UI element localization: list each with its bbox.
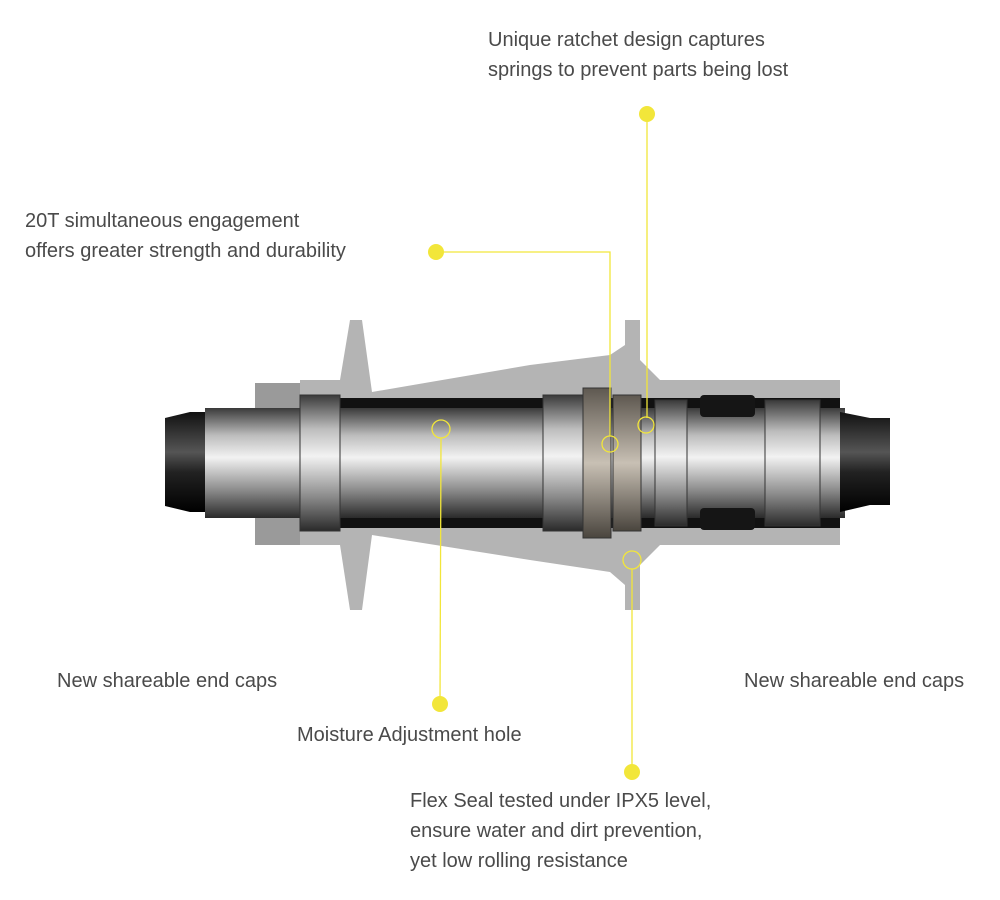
moisture-dot (432, 696, 448, 712)
callout-line: Unique ratchet design captures (488, 29, 765, 51)
callout-line: yet low rolling resistance (410, 850, 628, 872)
callout-line: Flex Seal tested under IPX5 level, (410, 790, 712, 812)
callout-line: springs to prevent parts being lost (488, 59, 789, 81)
ratchet-dot (639, 106, 655, 122)
leader-lines (431, 114, 655, 772)
engagement-dot (428, 244, 444, 260)
engagement-marker-ring (601, 435, 619, 453)
hub-body (165, 320, 890, 610)
callout-line: 20T simultaneous engagement (25, 210, 300, 232)
flex-seal-callout: Flex Seal tested under IPX5 level, ensur… (410, 786, 711, 876)
callout-line: ensure water and dirt prevention, (410, 820, 703, 842)
flex-seal-marker-ring (622, 550, 642, 570)
moisture-leader (439, 437, 442, 705)
end-caps-right-callout: New shareable end caps (744, 670, 965, 692)
flex-seal-dot (624, 764, 640, 780)
engagement-leader (436, 251, 611, 436)
callout-dots (428, 106, 655, 780)
moisture-callout: Moisture Adjustment hole (297, 724, 522, 746)
end-caps-left-callout: New shareable end caps (57, 670, 278, 692)
engagement-callout: 20T simultaneous engagement offers great… (25, 206, 346, 266)
callout-line: offers greater strength and durability (25, 240, 346, 262)
ratchet-callout: Unique ratchet design captures springs t… (488, 25, 788, 85)
moisture-marker-ring (431, 419, 451, 439)
ratchet-marker-ring (637, 416, 655, 434)
